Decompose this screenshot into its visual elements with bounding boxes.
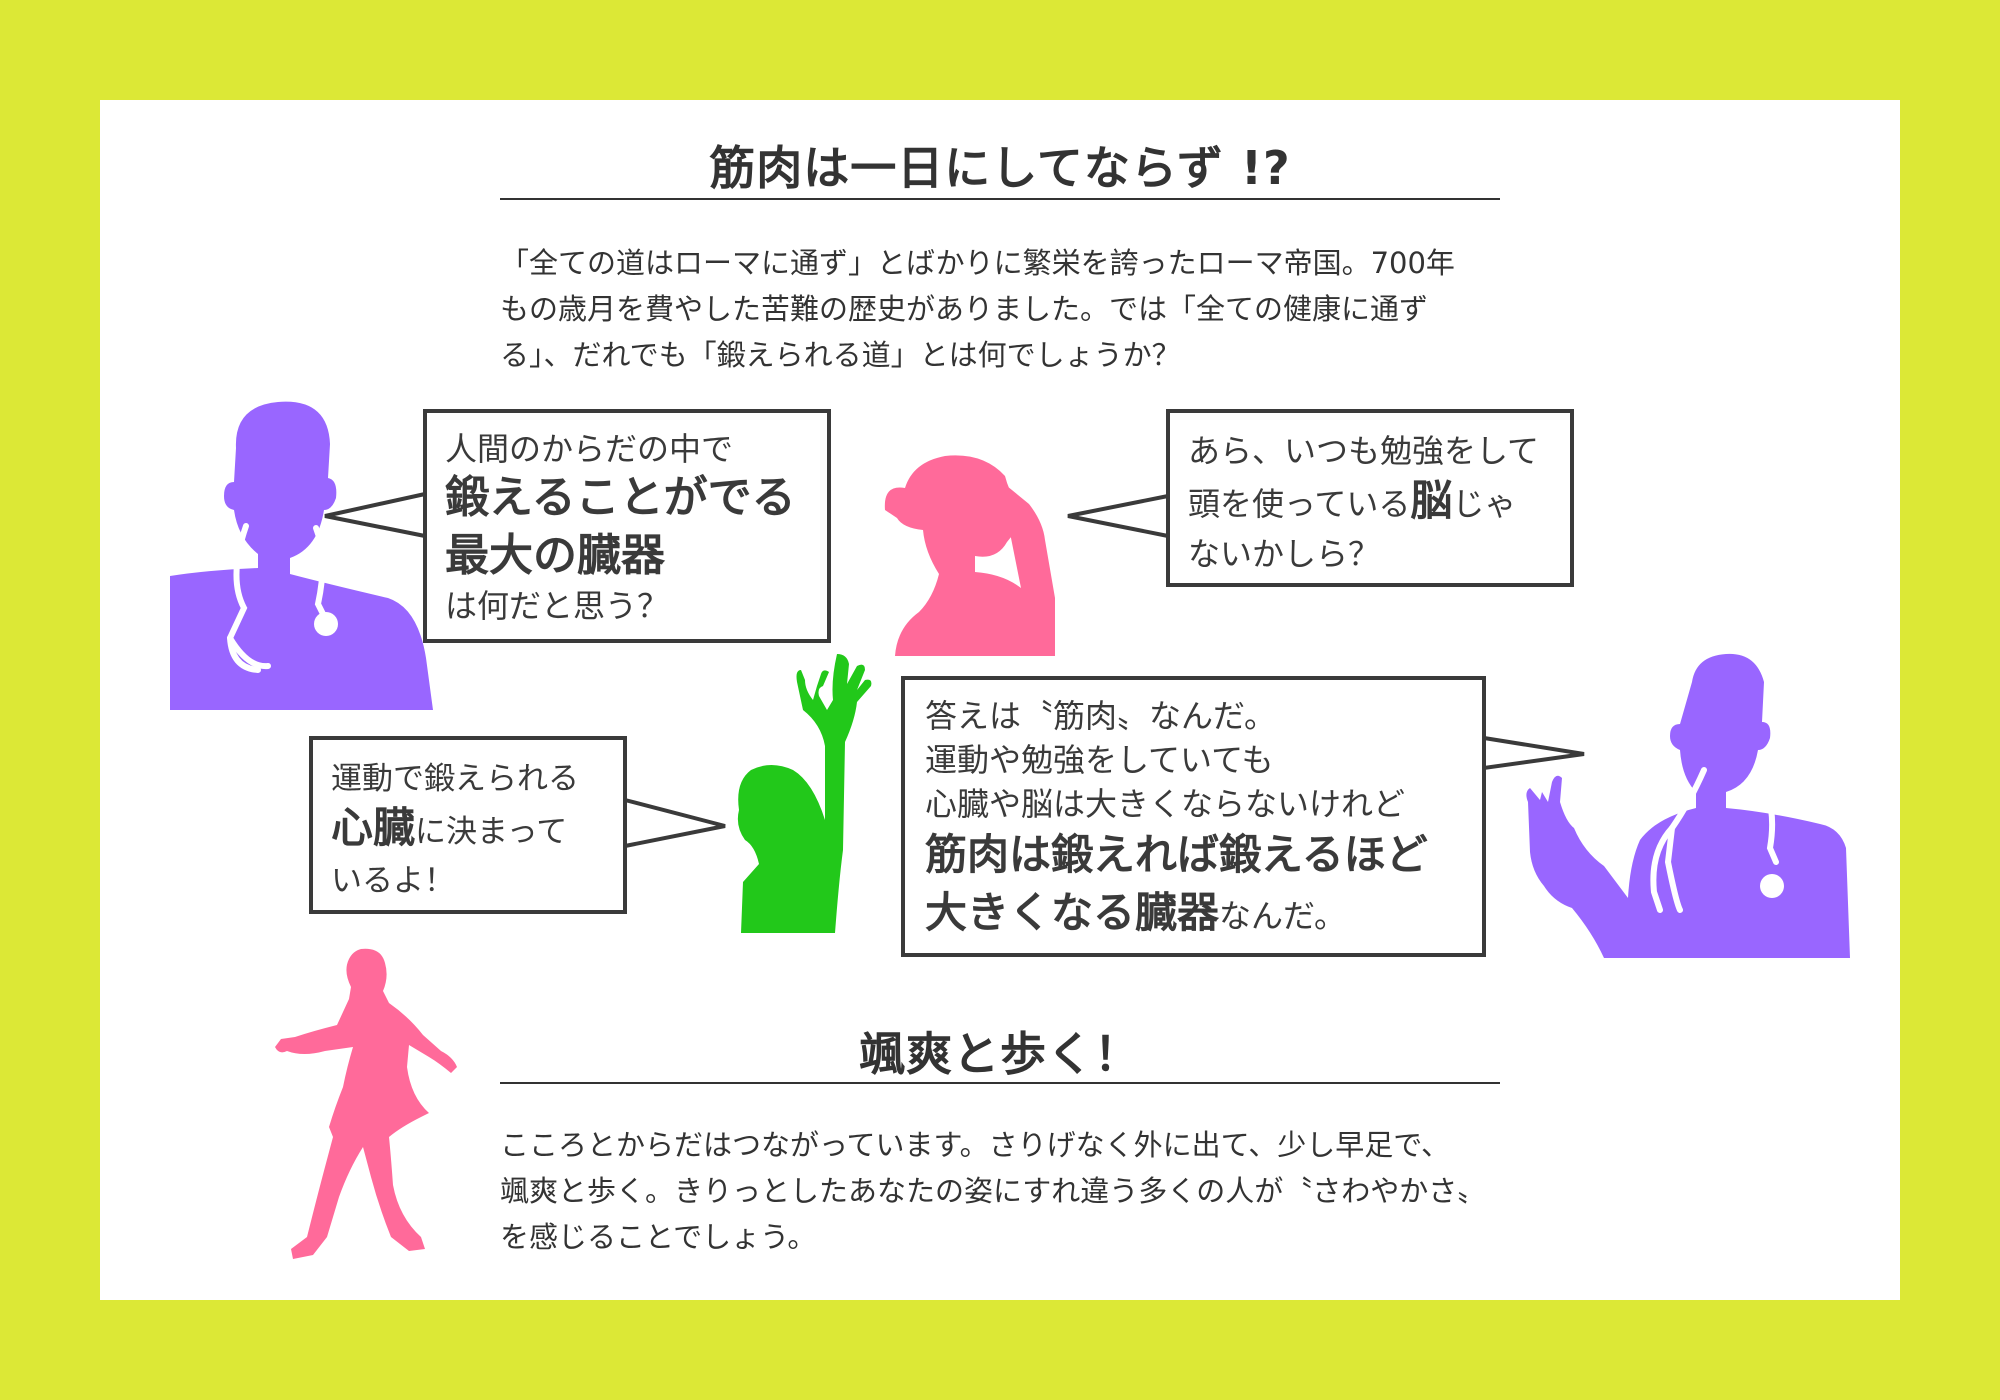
bubble-line: いるよ！ — [331, 863, 455, 899]
doctor-silhouette-icon — [170, 401, 433, 710]
bubble-word-emphasis: 大きくなる臓器 — [925, 888, 1220, 937]
section2-line: を感じることでしょう。 — [500, 1220, 817, 1254]
speech-bubble-doctor-answer: 答えは〝筋肉〟なんだ。 運動や勉強をしていても 心臓や脳は大きくならないけれど … — [901, 676, 1486, 957]
doctor-explaining-silhouette-icon — [1526, 653, 1850, 958]
section2-divider — [500, 1082, 1500, 1084]
section1-paragraph: 「全ての道はローマに通ず」とばかりに繁栄を誇ったローマ帝国。700年 もの歳月を… — [500, 240, 1500, 378]
bubble-line: 心臓や脳は大きくならないけれど — [925, 785, 1406, 823]
section2-line: 颯爽と歩く。きりっとしたあなたの姿にすれ違う多くの人が〝さわやかさ〟 — [500, 1174, 1487, 1208]
section2-line: こころとからだはつながっています。さりげなく外に出て、少し早足で、 — [500, 1128, 1451, 1162]
bubble-word-emphasis: 心臓 — [331, 803, 416, 852]
bubble-word-emphasis: 脳 — [1410, 476, 1453, 525]
bubble-line-emphasis: 鍛えることがでる — [445, 472, 796, 523]
section1-title: 筋肉は一日にしてならず !? — [709, 141, 1291, 195]
bubble-line: 大きくなる臓器なんだ。 — [925, 888, 1347, 937]
bubble-line: 人間のからだの中で — [445, 430, 734, 468]
bubble-line: 頭を使っている脳じゃ — [1188, 476, 1517, 525]
bubble-line: ないかしら？ — [1188, 535, 1381, 573]
bubble-line: は何だと思う？ — [445, 587, 670, 625]
woman-thinking-silhouette-icon — [884, 455, 1055, 656]
section1-line: る」、だれでも「鍛えられる道」とは何でしょうか？ — [500, 338, 1181, 372]
speech-bubble-doctor-question: 人間のからだの中で 鍛えることがでる 最大の臓器 は何だと思う？ — [423, 409, 831, 643]
bubble-line: 運動や勉強をしていても — [925, 741, 1274, 779]
bubble-line: 運動で鍛えられる — [331, 761, 579, 797]
speech-bubble-woman: あら、いつも勉強をして 頭を使っている脳じゃ ないかしら？ — [1166, 409, 1574, 587]
child-raising-hand-silhouette-icon — [737, 654, 872, 933]
bubble-line: 答えは〝筋肉〟なんだ。 — [925, 697, 1277, 735]
section2-title: 颯爽と歩く！ — [859, 1027, 1141, 1081]
section1-line: 「全ての道はローマに通ず」とばかりに繁栄を誇ったローマ帝国。700年 — [500, 246, 1455, 280]
speech-bubble-child: 運動で鍛えられる 心臓に決まって いるよ！ — [309, 736, 627, 914]
bubble-line: 心臓に決まって — [331, 803, 568, 852]
section1-divider — [500, 198, 1500, 200]
section1-line: もの歳月を費やした苦難の歴史がありました。では「全ての健康に通ず — [500, 292, 1429, 326]
bubble-line: あら、いつも勉強をして — [1188, 432, 1540, 470]
section2-paragraph: こころとからだはつながっています。さりげなく外に出て、少し早足で、 颯爽と歩く。… — [500, 1122, 1500, 1260]
walking-woman-silhouette-icon — [275, 948, 457, 1259]
bubble-line-emphasis: 最大の臓器 — [445, 530, 665, 581]
bubble-line-emphasis: 筋肉は鍛えれば鍛えるほど — [925, 830, 1428, 879]
